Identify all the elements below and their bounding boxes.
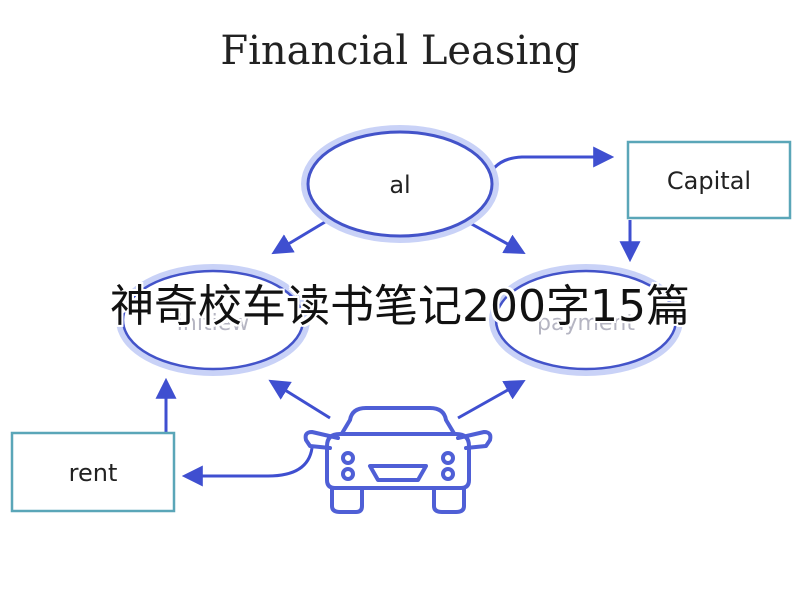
node-right-label: payment	[537, 311, 635, 336]
diagram-title: Financial Leasing	[220, 28, 579, 74]
node-left-label: initiew	[177, 311, 249, 336]
car-icon	[303, 406, 493, 514]
arrow-car-to-rent	[181, 447, 314, 487]
node-top: al	[301, 125, 499, 243]
node-left-ellipse	[121, 269, 305, 371]
arrow-car-to-left	[268, 379, 331, 420]
watermark-overlay-text: 神奇校车读书笔记200字15篇	[110, 281, 690, 332]
arrow-top-to-right	[467, 220, 526, 255]
node-rent: rent	[10, 431, 176, 513]
arrow-top-to-capital	[484, 146, 615, 183]
node-capital-label: Capital	[667, 167, 751, 195]
node-rent-box	[10, 431, 176, 513]
node-top-glow	[301, 125, 499, 243]
node-right: payment	[489, 264, 683, 376]
node-left: initiew	[116, 264, 310, 376]
node-capital: Capital	[626, 140, 792, 220]
node-top-label: al	[389, 171, 410, 199]
node-rent-label: rent	[69, 459, 118, 487]
arrow-top-to-left	[271, 220, 326, 255]
node-top-ellipse	[306, 130, 494, 238]
node-right-glow	[489, 264, 683, 376]
node-left-glow	[116, 264, 310, 376]
node-capital-box	[626, 140, 792, 220]
node-right-ellipse	[494, 269, 678, 371]
arrow-car-to-right	[457, 379, 526, 420]
